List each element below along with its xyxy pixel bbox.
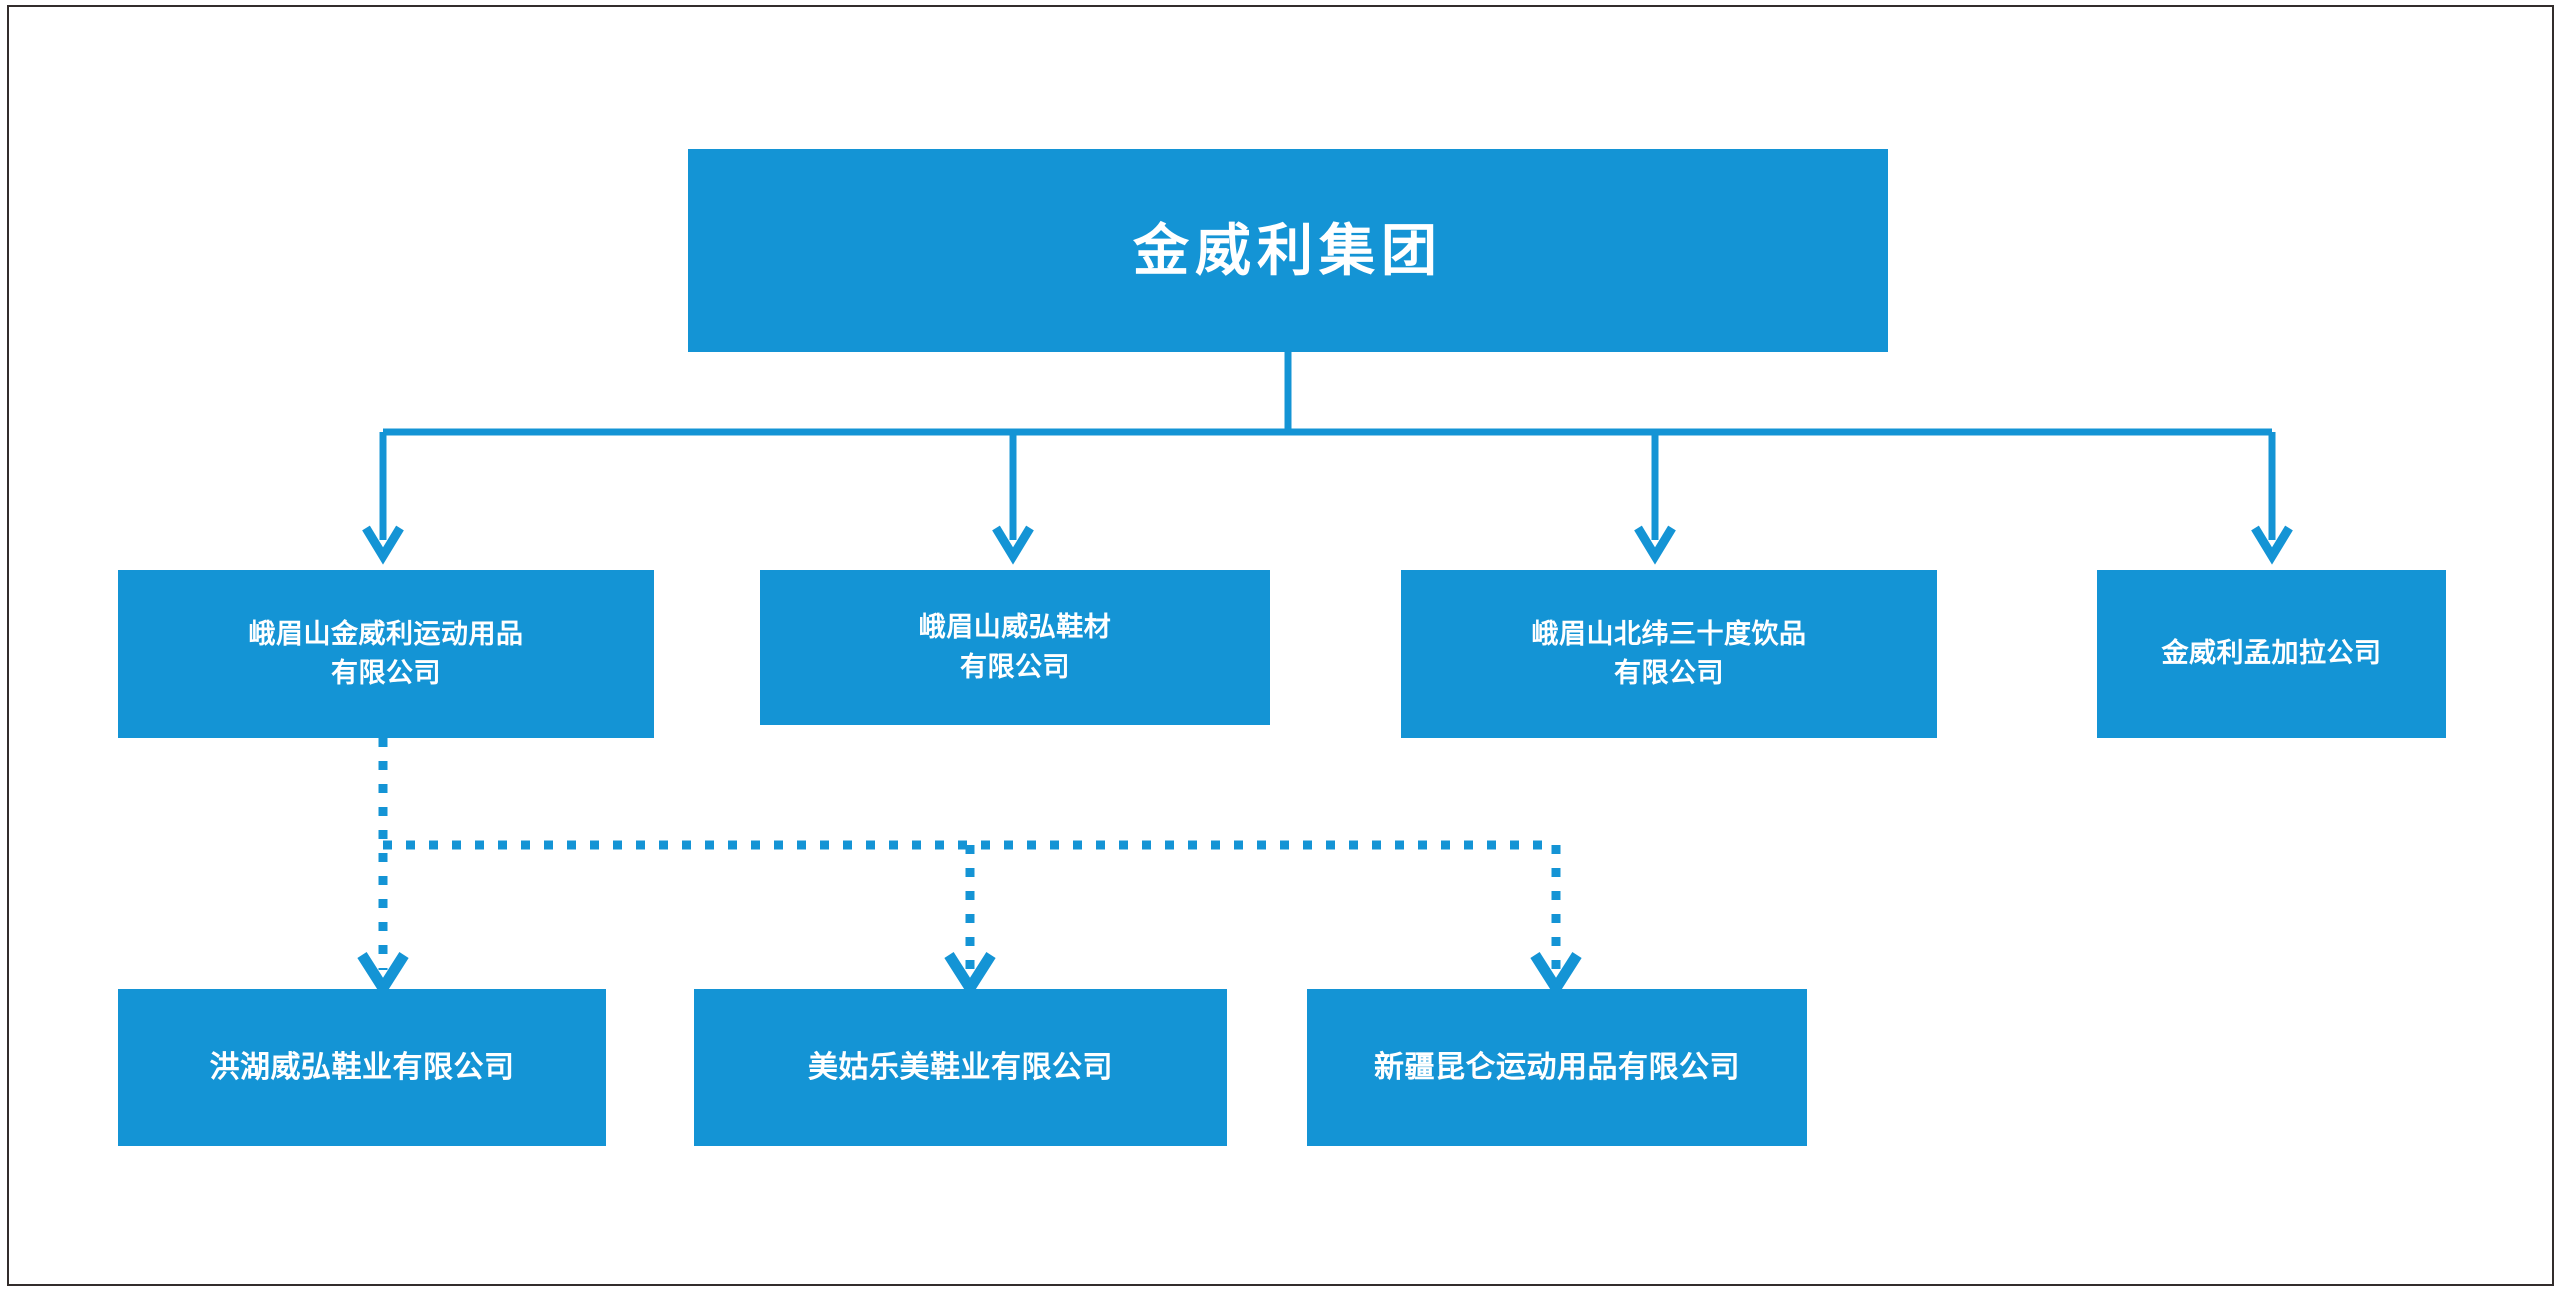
org-node-level3-meigu-lemei-footwear[interactable]: 美姑乐美鞋业有限公司 (694, 989, 1227, 1146)
org-node-level2-jinweili-bangladesh[interactable]: 金威利孟加拉公司 (2097, 570, 2446, 738)
org-node-level2-emeishan-weihong-shoe-material[interactable]: 峨眉山威弘鞋材 有限公司 (760, 570, 1270, 725)
arrowhead-level3-1-icon (357, 952, 409, 999)
arrowhead-level2-4-icon (2251, 525, 2293, 565)
arrowhead-level2-3-icon (1634, 525, 1676, 565)
arrowhead-level2-2-icon (992, 525, 1034, 565)
org-node-level3-honghu-weihong-footwear[interactable]: 洪湖威弘鞋业有限公司 (118, 989, 606, 1146)
org-node-level3-xinjiang-kunlun-sports[interactable]: 新疆昆仑运动用品有限公司 (1307, 989, 1807, 1146)
arrowhead-level3-3-icon (1530, 952, 1582, 999)
org-node-root[interactable]: 金威利集团 (688, 149, 1888, 352)
org-node-level2-emeishan-jinweili-sports[interactable]: 峨眉山金威利运动用品 有限公司 (118, 570, 654, 738)
arrowhead-level3-2-icon (944, 952, 996, 999)
arrowhead-level2-1-icon (362, 525, 404, 565)
org-node-level2-emeishan-beiwei-30-beverage[interactable]: 峨眉山北纬三十度饮品 有限公司 (1401, 570, 1937, 738)
